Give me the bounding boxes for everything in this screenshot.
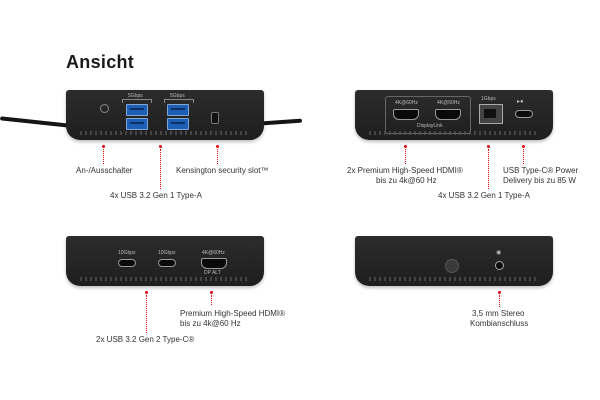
- kensington-lock-icon[interactable]: [211, 112, 219, 124]
- marker-kensington: [216, 145, 219, 148]
- usb-a-port-1[interactable]: [126, 104, 148, 116]
- hdmi-speed-tag: 4K@60Hz: [202, 250, 225, 256]
- power-delivery-label-line-2: Delivery bis zu 85 W: [503, 176, 576, 185]
- speed-tag-1: 5Gbps: [128, 93, 143, 99]
- hdmi-1-speed-tag: 4K@60Hz: [395, 100, 418, 106]
- hdmi-label-line-1: 2x Premium High-Speed HDMI®: [347, 166, 463, 175]
- audio-jack-port[interactable]: [495, 261, 504, 270]
- marker-usb-rear: [487, 145, 490, 148]
- usb-a-rear-label: 4x USB 3.2 Gen 1 Type-A: [438, 191, 530, 200]
- usb-c-port-2[interactable]: [158, 259, 176, 267]
- marker-audio: [498, 291, 501, 294]
- leader-kensington: [217, 149, 218, 164]
- ethernet-speed-tag: 1Gbps: [481, 96, 496, 102]
- dock-rear-view: 4K@60Hz 4K@60Hz DisplayLink 1Gbps ▸●: [355, 90, 553, 140]
- kensington-label: Kensington security slot™: [176, 166, 269, 175]
- cable-right: [261, 118, 303, 126]
- marker-hdmi-side: [210, 291, 213, 294]
- hdmi-2-speed-tag: 4K@60Hz: [437, 100, 460, 106]
- marker-usb: [159, 145, 162, 148]
- leader-hdmi-side: [211, 295, 212, 305]
- vent-grille: [80, 277, 250, 281]
- hdmi-side-label-line-2: bis zu 4k@60 Hz: [180, 319, 241, 328]
- marker-hdmi: [404, 145, 407, 148]
- power-switch-label: An-/Ausschalter: [76, 166, 133, 175]
- headset-icon: ◉: [496, 250, 502, 256]
- dock-front-view: 5Gbps 5Gbps: [66, 90, 264, 140]
- audio-label-line-1: 3,5 mm Stereo: [472, 309, 525, 318]
- usb-c-1-speed-tag: 10Gbps: [118, 250, 136, 256]
- dock-side-view-audio: ◉: [355, 236, 553, 286]
- leader-power-delivery: [523, 149, 524, 164]
- usb-group-bracket-2: [164, 99, 194, 103]
- cable-left: [0, 116, 71, 128]
- leader-hdmi: [405, 149, 406, 164]
- usb-c-2-speed-tag: 10Gbps: [158, 250, 176, 256]
- vent-grille: [369, 131, 539, 135]
- marker-power: [102, 145, 105, 148]
- usb-a-port-2[interactable]: [126, 118, 148, 130]
- displaylink-tag: DisplayLink: [417, 123, 443, 129]
- usb-a-port-3[interactable]: [167, 104, 189, 116]
- power-delivery-label-line-1: USB Type-C® Power: [503, 166, 579, 175]
- hdmi-port-1[interactable]: [393, 109, 419, 120]
- dp-alt-tag: DP ALT: [204, 270, 221, 276]
- hdmi-port-side[interactable]: [201, 258, 227, 269]
- hdmi-side-label-line-1: Premium High-Speed HDMI®: [180, 309, 286, 318]
- usb-c-label: 2x USB 3.2 Gen 2 Type-C®: [96, 335, 195, 344]
- leader-usb: [160, 149, 161, 189]
- power-icon[interactable]: [100, 104, 109, 113]
- speed-tag-2: 5Gbps: [170, 93, 185, 99]
- leader-audio: [499, 295, 500, 307]
- usb-a-port-4[interactable]: [167, 118, 189, 130]
- hdmi-label-line-2: bis zu 4k@60 Hz: [376, 176, 437, 185]
- usb-c-port-1[interactable]: [118, 259, 136, 267]
- button-icon[interactable]: [445, 259, 459, 273]
- dock-side-view-ports: 10Gbps 10Gbps 4K@60Hz DP ALT: [66, 236, 264, 286]
- hdmi-port-2[interactable]: [435, 109, 461, 120]
- vent-grille: [369, 277, 539, 281]
- usb-c-power-delivery-port[interactable]: [515, 110, 533, 118]
- page-title: Ansicht: [66, 52, 135, 72]
- audio-label-line-2: Kombianschluss: [470, 319, 529, 328]
- power-delivery-icon: ▸●: [517, 99, 524, 105]
- leader-usb-rear: [488, 149, 489, 189]
- usb-group-bracket-1: [122, 99, 152, 103]
- marker-power-delivery: [522, 145, 525, 148]
- ethernet-port[interactable]: [479, 104, 503, 124]
- leader-usb-c: [146, 295, 147, 333]
- marker-usb-c: [145, 291, 148, 294]
- usb-a-label: 4x USB 3.2 Gen 1 Type-A: [110, 191, 202, 200]
- vent-grille: [80, 131, 250, 135]
- leader-power: [103, 149, 104, 164]
